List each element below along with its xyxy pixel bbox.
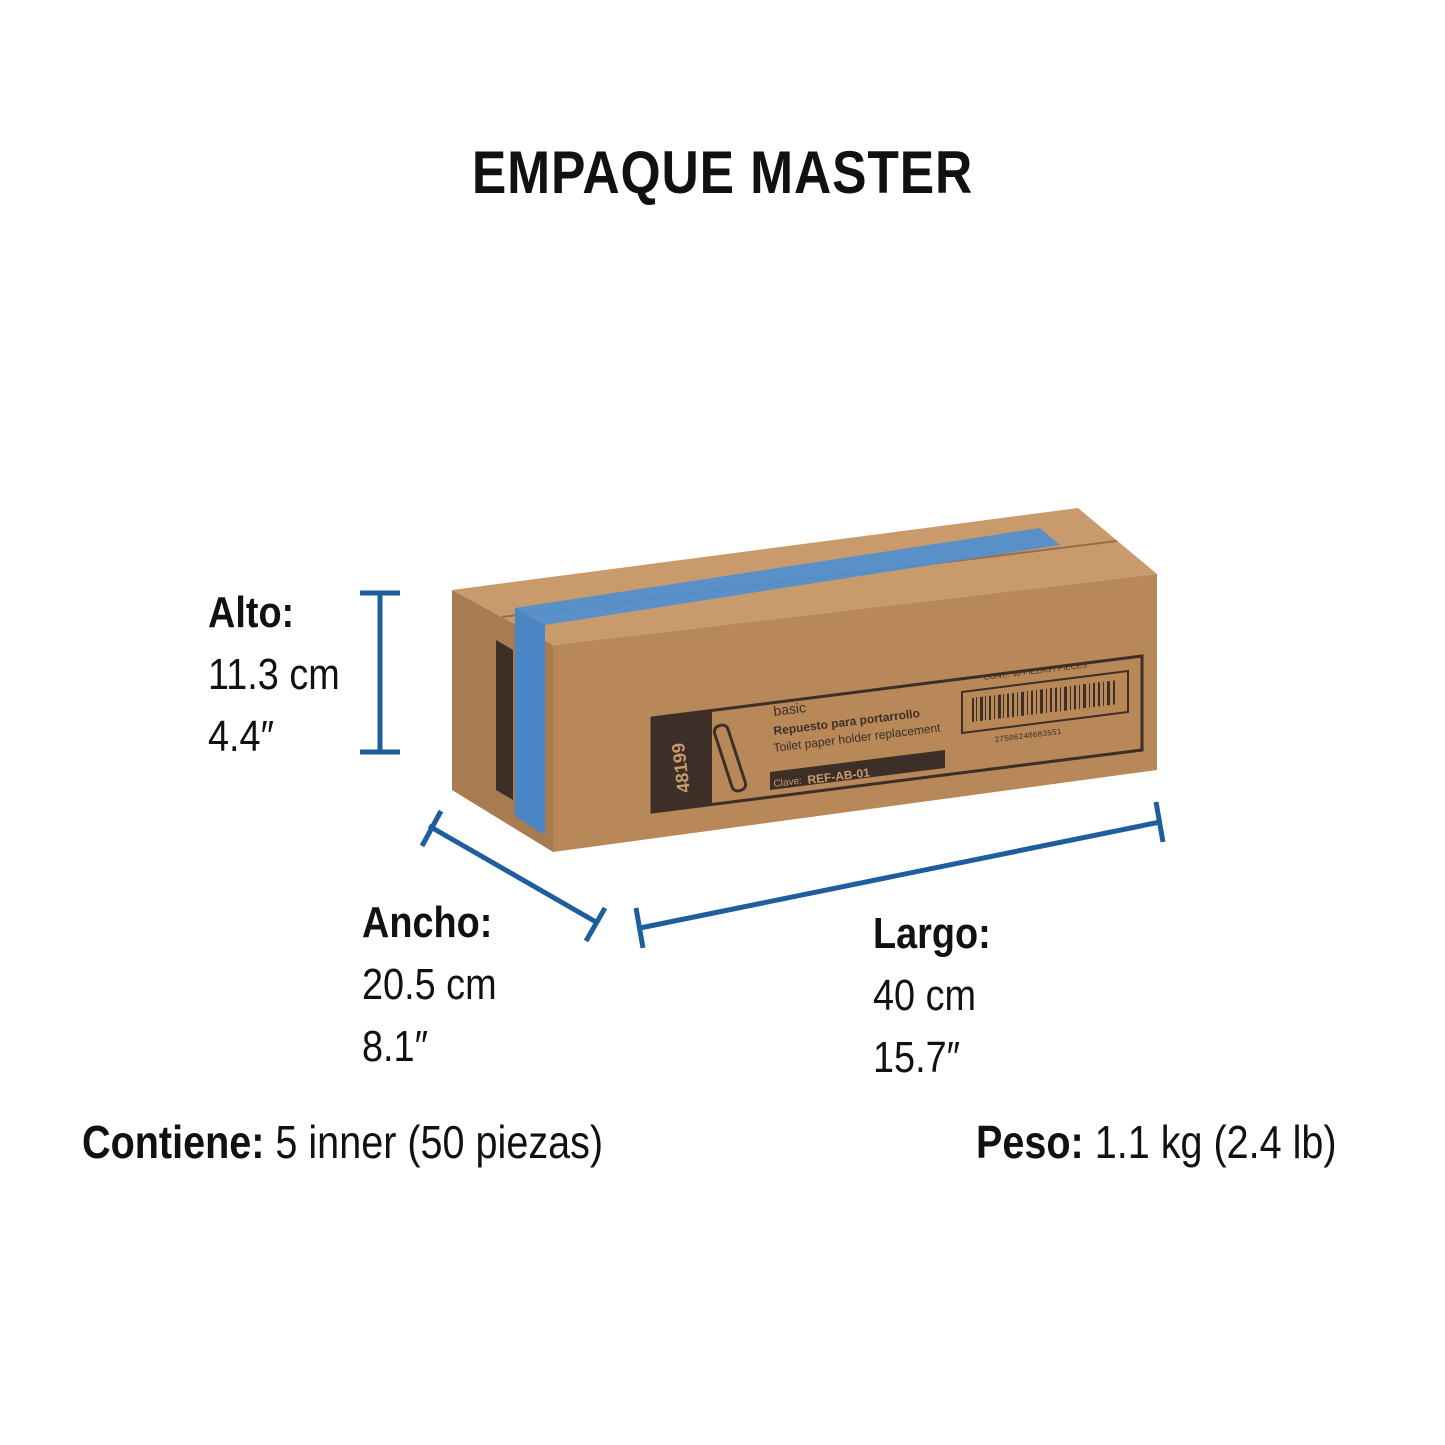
page-title: EMPAQUE MASTER [471,139,974,206]
barcode-frame [961,669,1129,735]
weight-value: 1.1 kg (2.4 lb) [1094,1116,1337,1168]
weight-info: Peso: 1.1 kg (2.4 lb) [976,1115,1337,1169]
tape-top [515,528,1060,625]
tape-side [515,608,545,835]
roll-holder-icon [712,723,748,793]
ancho-measure-line [419,809,608,943]
barcode [972,680,1115,722]
label-brand: basic [772,699,806,719]
alto-cm: 11.3 cm [208,650,340,699]
ancho-dimension: Ancho: 20.5 cm 8.1″ [362,892,497,1078]
alto-measure-line [360,590,400,755]
largo-cm: 40 cm [873,971,977,1020]
side-print [496,640,513,800]
weight-label: Peso: [976,1116,1084,1168]
largo-in: 15.7″ [873,1033,961,1082]
clave-strip [770,750,945,790]
contents-info: Contiene: 5 inner (50 piezas) [82,1115,603,1169]
ancho-cm: 20.5 cm [362,960,497,1009]
contents-label: Contiene: [82,1116,265,1168]
alto-in: 4.4″ [208,712,275,761]
largo-label: Largo: [873,909,991,958]
alto-dimension: Alto: 11.3 cm 4.4″ [208,582,340,768]
contents-value: 5 inner (50 piezas) [275,1116,604,1168]
ancho-in: 8.1″ [362,1022,429,1071]
clave-label: Clave: [773,776,802,790]
label-code-block [652,710,712,812]
alto-label: Alto: [208,588,295,637]
largo-measure-line [633,801,1166,949]
ancho-label: Ancho: [362,898,493,947]
largo-dimension: Largo: 40 cm 15.7″ [873,903,991,1089]
